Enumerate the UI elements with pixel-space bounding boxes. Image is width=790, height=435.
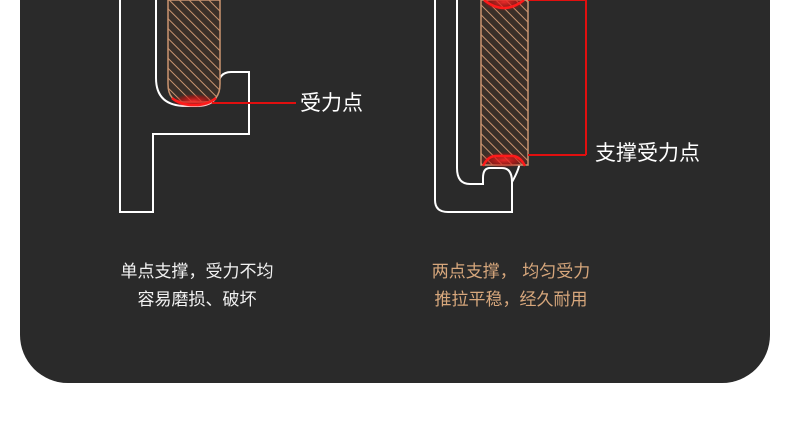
right-caption-line-2: 推拉平稳，经久耐用 bbox=[434, 290, 588, 310]
right-top-contact-point bbox=[482, 0, 526, 11]
right-callout-label: 支撑受力点 bbox=[595, 141, 700, 165]
comparison-diagram bbox=[119, 0, 587, 213]
left-callout-label: 受力点 bbox=[300, 91, 363, 115]
right-hatched-rail bbox=[480, 0, 529, 166]
left-caption-line-2: 容易磨损、破坏 bbox=[137, 290, 257, 310]
right-caption: 两点支撑， 均匀受力 推拉平稳，经久耐用 bbox=[381, 258, 641, 314]
left-hatched-rail bbox=[167, 0, 221, 103]
comparison-panel: 受力点 支撑受力点 单点支撑，受力不均 容易磨损、破坏 两点支撑， 均匀受力 推… bbox=[20, 0, 770, 383]
right-callout-line bbox=[528, 0, 587, 156]
left-contact-point bbox=[171, 94, 217, 108]
left-caption: 单点支撑，受力不均 容易磨损、破坏 bbox=[67, 258, 327, 314]
right-caption-line-1: 两点支撑， 均匀受力 bbox=[431, 262, 591, 282]
left-caption-line-1: 单点支撑，受力不均 bbox=[120, 262, 274, 282]
right-bottom-contact-point bbox=[480, 152, 528, 168]
